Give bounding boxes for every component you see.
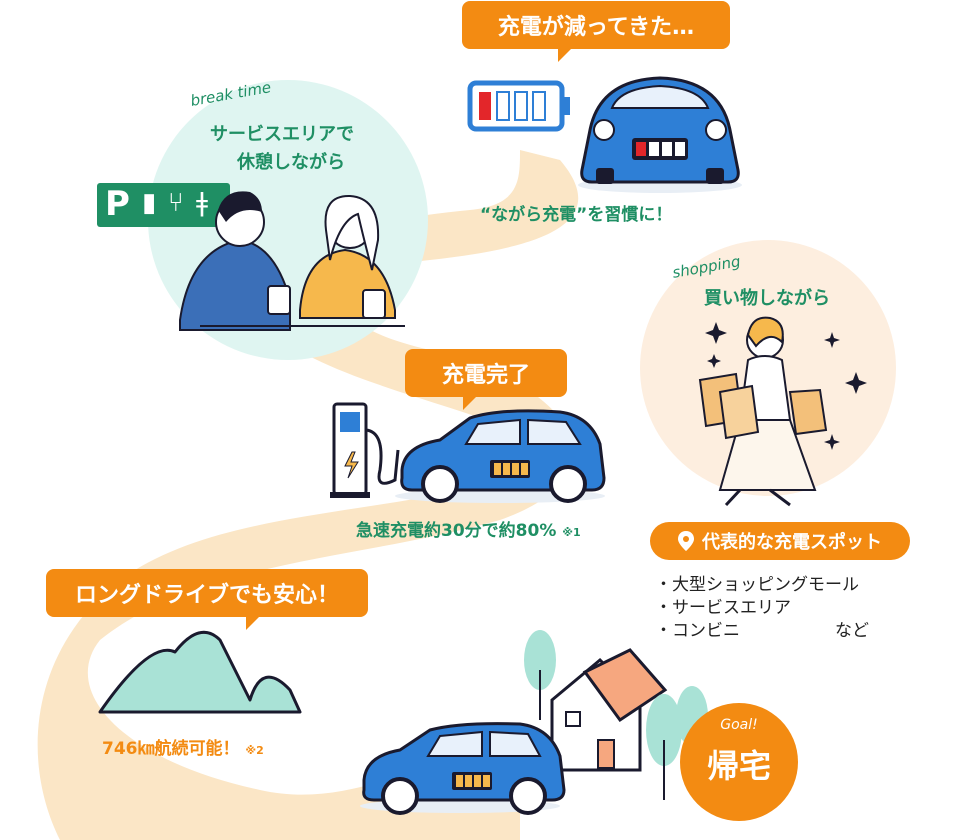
battery-low-icon	[467, 80, 570, 132]
shopping-woman-illustration	[698, 316, 867, 507]
spots-list: ・大型ショッピングモール ・サービスエリア ・コンビニ など	[655, 574, 875, 643]
range-value: 746㎞航続可能！	[102, 739, 240, 759]
spots-label-text: 代表的な充電スポット	[702, 532, 882, 553]
fast-charge-text: 急速充電約30分で約80% ※1	[356, 516, 581, 541]
mountain-illustration	[98, 630, 302, 714]
callout-charge-low: 充電が減ってきた…	[462, 1, 730, 62]
habit-caption: “ながら充電”を習慣に！	[480, 205, 673, 225]
callout-charge-complete: 充電完了	[405, 349, 567, 410]
parking-sign	[97, 183, 230, 227]
car-home-icon	[360, 722, 566, 815]
people-illustration	[179, 191, 405, 331]
fast-charge-note: ※1	[562, 526, 581, 539]
callout-long-drive: ロングドライブでも安心！	[46, 569, 368, 630]
range-note: ※2	[245, 744, 264, 757]
range-text: 746㎞航続可能！ ※2	[102, 734, 264, 759]
charger-icon: ▮	[142, 188, 157, 218]
fork-knife-icon: ⑂	[168, 188, 184, 218]
spots-label: 代表的な充電スポット	[650, 522, 910, 560]
goal-big-text: 帰宅	[706, 747, 771, 785]
list-item: ・大型ショッピングモール	[655, 575, 859, 595]
house-illustration	[524, 630, 708, 800]
list-item: ・コンビニ	[655, 621, 740, 641]
wrench-icon: ǂ	[196, 188, 208, 218]
break-title-line1: サービスエリアで	[210, 124, 354, 145]
fast-charge-value: 急速充電約30分で約80%	[356, 521, 557, 541]
goal-badge: Goal! 帰宅	[680, 703, 798, 821]
car-charging-icon	[395, 409, 606, 503]
spots-suffix: など	[835, 621, 869, 641]
sparkle-icon	[705, 322, 867, 450]
list-item: ・サービスエリア	[655, 598, 791, 618]
goal-small-text: Goal!	[720, 717, 758, 733]
ev-charger-icon	[330, 402, 400, 498]
shopping-title: 買い物しながら	[704, 288, 830, 309]
car-front-icon	[578, 76, 742, 193]
break-title-line2: 休憩しながら	[237, 152, 345, 173]
location-pin-icon	[678, 531, 694, 551]
parking-label: P	[105, 184, 130, 224]
